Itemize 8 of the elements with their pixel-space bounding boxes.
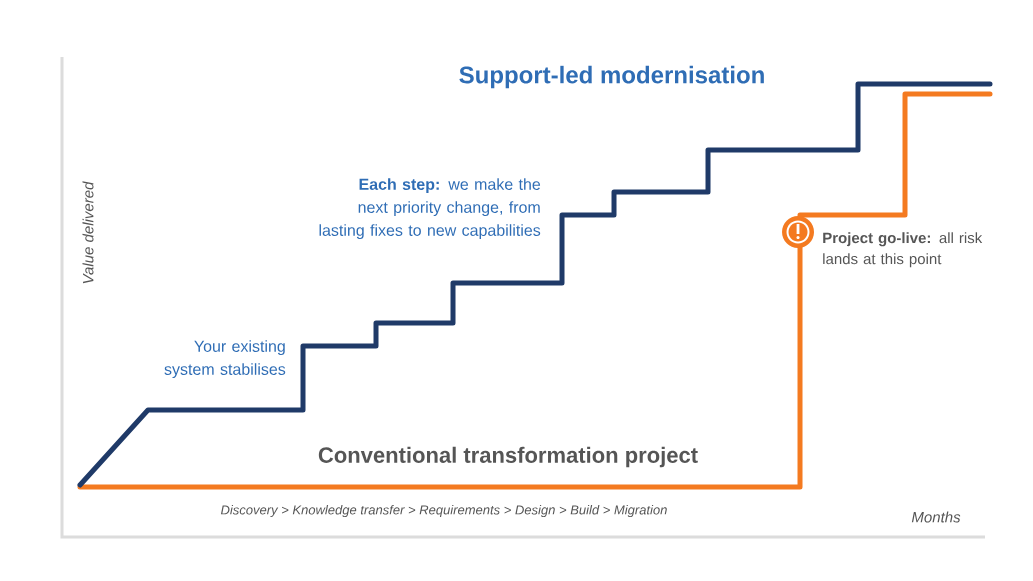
heading: Support-led modernisation bbox=[459, 65, 764, 89]
heading: Conventional transformation project bbox=[318, 446, 698, 468]
axis-label: Value delivered bbox=[82, 181, 94, 284]
annotation: Project go-live: all risk lands at this point bbox=[823, 232, 983, 268]
axis-label: Months bbox=[911, 511, 961, 523]
phase-list: Discovery > Knowledge transfer > Requirements > Design > Build > Migration bbox=[220, 504, 667, 518]
annotation: Your existing system stabilises bbox=[164, 340, 286, 379]
annotation: Each step: we make the next priority change, from lasting fixes to new capabilities bbox=[319, 178, 541, 240]
